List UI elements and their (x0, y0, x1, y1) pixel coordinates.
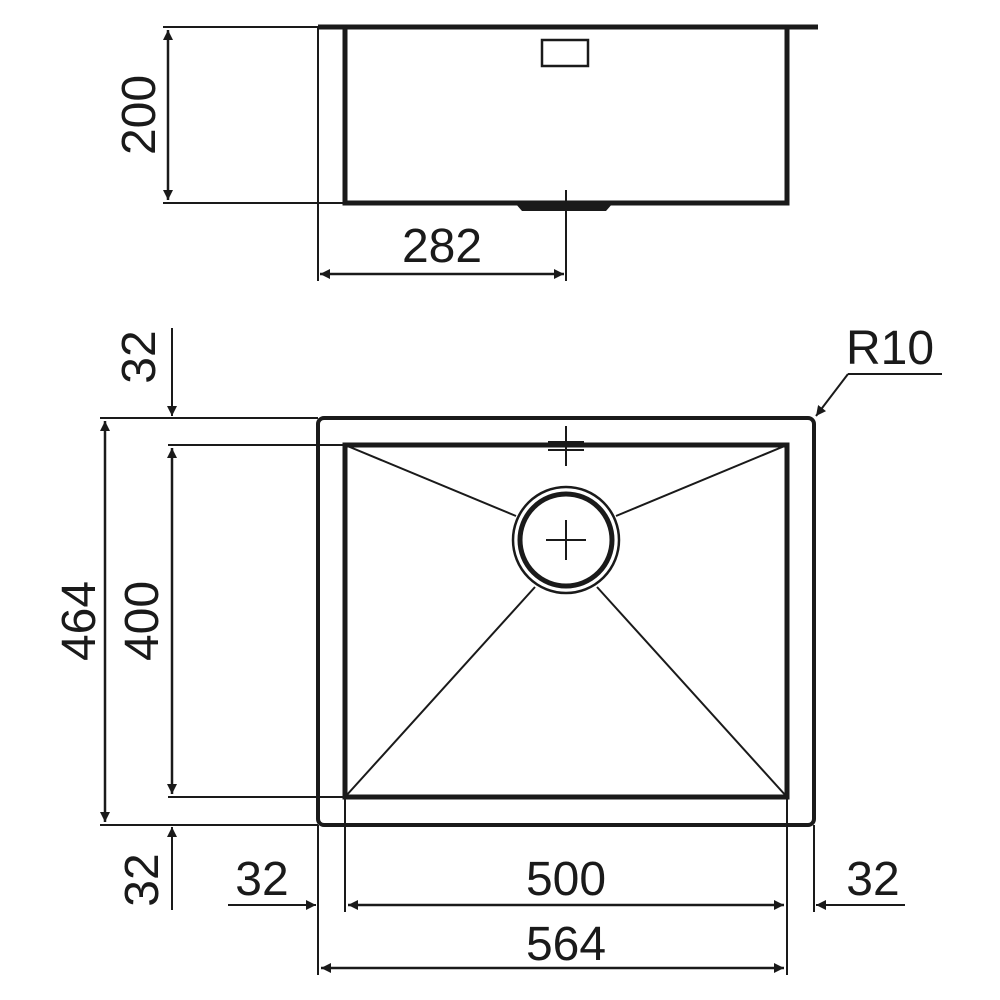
dim-label-top-rim: 32 (113, 330, 166, 383)
dim-label-outer-depth: 464 (53, 581, 106, 661)
dim-label-inner-depth: 400 (116, 581, 169, 661)
side-view: 200 282 (113, 24, 818, 281)
dim-label-outer-width: 564 (526, 918, 606, 971)
overflow-slot (540, 38, 590, 68)
side-basin-outline (342, 27, 790, 206)
dim-label-corner-radius: R10 (846, 322, 934, 375)
dim-label-inner-width: 500 (526, 853, 606, 906)
top-view: R10 32 464 400 32 32 500 32 (53, 322, 942, 975)
outer-flange (316, 416, 816, 827)
overflow-marker (548, 426, 584, 466)
dim-label-bottom-rim: 32 (116, 853, 169, 906)
bowl-slope-lines (344, 444, 788, 798)
inner-bowl (342, 442, 790, 800)
dim-label-side-height: 200 (113, 75, 166, 155)
dim-label-left-rim: 32 (235, 853, 288, 906)
drain-outlet (515, 203, 613, 211)
radius-leader-diagonal (815, 373, 849, 417)
dim-label-drain-offset: 282 (402, 220, 482, 273)
dim-label-right-rim: 32 (846, 853, 899, 906)
drain-icon (511, 485, 621, 595)
